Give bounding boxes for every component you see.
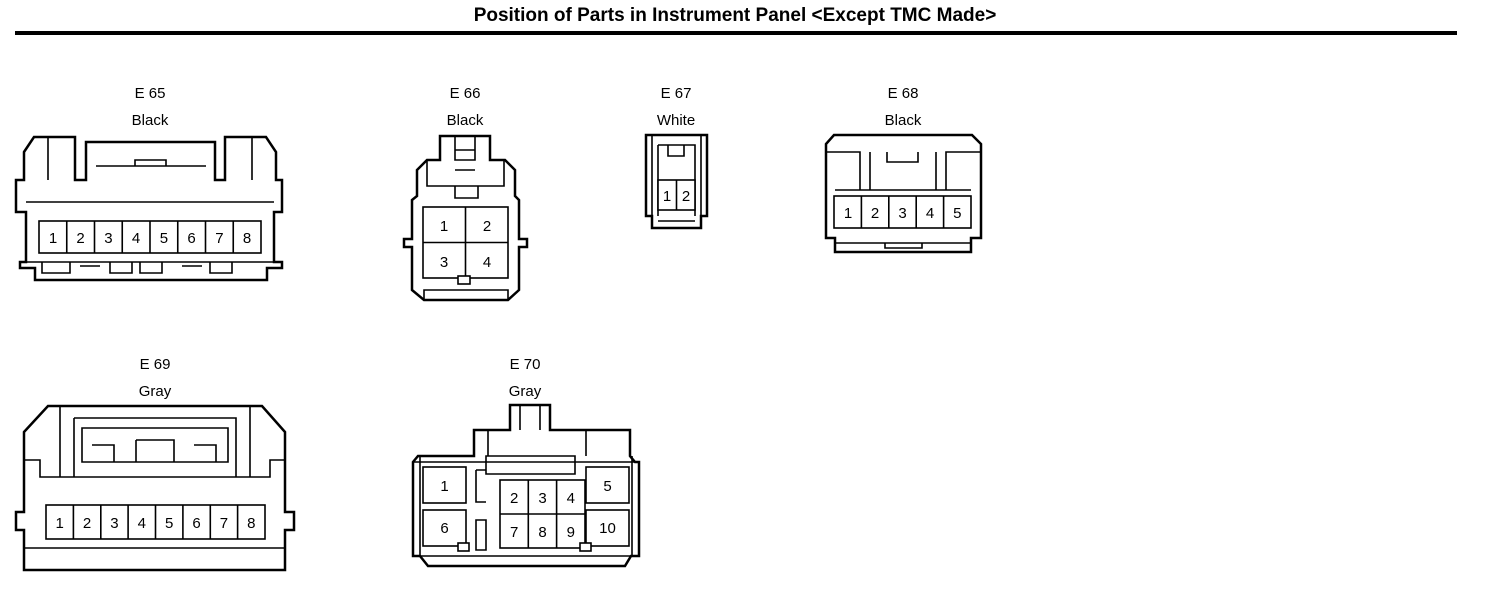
pin-label: 1 (663, 188, 671, 205)
pin-label: 5 (953, 205, 961, 222)
latch-key (457, 275, 471, 285)
connector-color: Gray (139, 383, 172, 400)
title-divider (15, 31, 1457, 35)
page-title: Position of Parts in Instrument Panel <E… (473, 5, 997, 26)
connector-code: E 69 (140, 356, 171, 373)
pin-label: 3 (110, 515, 118, 532)
connector-color: Black (132, 112, 169, 129)
housing-detail (24, 406, 285, 549)
housing-detail (26, 201, 274, 274)
pin-label: 10 (599, 520, 616, 537)
pin-label: 1 (844, 205, 852, 222)
pin-label: 3 (898, 205, 906, 222)
connector-code: E 67 (661, 85, 692, 102)
pin-row (833, 195, 972, 229)
pin-cell (585, 466, 630, 504)
connector-code: E 70 (510, 356, 541, 373)
pin-label: 1 (440, 218, 448, 235)
housing-detail (47, 137, 253, 180)
connector-e69[interactable]: E 69 Gray 1 2 3 4 5 6 7 8 (14, 356, 296, 572)
connector-housing (14, 404, 296, 572)
latch-key (579, 542, 592, 552)
connector-code: E 65 (135, 85, 166, 102)
connector-e65[interactable]: E 65 Black 1 2 3 4 5 6 7 8 (14, 85, 284, 282)
pin-label: 8 (247, 515, 255, 532)
pin-label: 3 (104, 230, 112, 247)
pin-cells (72, 505, 239, 539)
connector-color: Black (885, 112, 922, 129)
connector-code: E 66 (450, 85, 481, 102)
pin-label: 4 (483, 254, 491, 271)
housing-detail (413, 405, 639, 557)
pin-cell (585, 509, 630, 547)
pin-cells (65, 221, 235, 253)
connector-e66[interactable]: E 66 Black 1 2 3 4 (402, 85, 529, 302)
pin-cells (860, 196, 945, 228)
pin-label: 6 (192, 515, 200, 532)
connector-housing (824, 133, 983, 254)
pin-cell (422, 509, 467, 547)
pin-label: 2 (682, 188, 690, 205)
pin-cell (422, 466, 467, 504)
pin-label: 2 (510, 490, 518, 507)
pin-label: 7 (510, 524, 518, 541)
connector-housing (402, 134, 529, 302)
pin-label: 2 (83, 515, 91, 532)
pin-label: 5 (603, 478, 611, 495)
connector-e70[interactable]: E 70 Gray 1 2 3 4 5 6 7 8 9 10 (411, 356, 641, 568)
connector-color: White (657, 112, 695, 129)
pin-label: 1 (56, 515, 64, 532)
pin-label: 7 (215, 230, 223, 247)
pin-label: 3 (440, 254, 448, 271)
pin-label: 5 (165, 515, 173, 532)
pin-label: 4 (132, 230, 140, 247)
pin-label: 1 (440, 478, 448, 495)
pin-label: 2 (483, 218, 491, 235)
connector-color: Black (447, 112, 484, 129)
connector-e67[interactable]: E 67 White 1 2 (644, 85, 709, 230)
connector-code: E 68 (888, 85, 919, 102)
connector-housing (644, 133, 709, 230)
pin-cells (500, 480, 585, 548)
housing-detail (826, 151, 981, 249)
pin-label: 8 (243, 230, 251, 247)
connector-housing (411, 403, 641, 568)
latch-key (457, 542, 470, 552)
pin-label: 4 (138, 515, 146, 532)
pin-label: 2 (871, 205, 879, 222)
pin-label: 4 (567, 490, 575, 507)
pin-cells (423, 207, 508, 278)
connector-color: Gray (509, 383, 542, 400)
pin-label: 6 (440, 520, 448, 537)
pin-label: 5 (160, 230, 168, 247)
pin-label: 6 (187, 230, 195, 247)
housing-detail (475, 469, 487, 551)
connector-housing (14, 135, 284, 282)
pin-label: 2 (76, 230, 84, 247)
pin-label: 3 (538, 490, 546, 507)
pin-label: 9 (567, 524, 575, 541)
pin-label: 4 (926, 205, 934, 222)
connector-e68[interactable]: E 68 Black 1 2 3 4 5 (824, 85, 983, 254)
housing-detail (423, 136, 509, 300)
pin-label: 7 (220, 515, 228, 532)
pin-label: 1 (49, 230, 57, 247)
pin-label: 8 (538, 524, 546, 541)
